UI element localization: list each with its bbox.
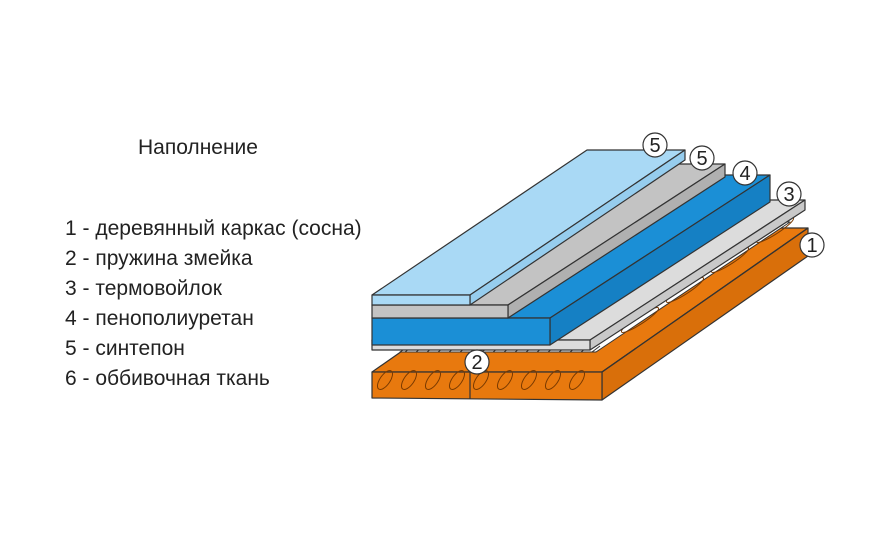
callout-4: 4 (732, 160, 758, 186)
svg-text:3: 3 (783, 184, 794, 206)
diagram-title: Наполнение (138, 136, 258, 159)
spring-loop (448, 370, 466, 390)
legend-item: 3 - термовойлок (65, 277, 222, 300)
callout-5: 5 (689, 145, 715, 171)
spring-loop (496, 370, 514, 390)
spring-loop (376, 370, 394, 390)
callout-2: 2 (464, 349, 490, 375)
legend-item: 5 - синтепон (65, 337, 185, 360)
legend-item: 4 - пенополиуретан (65, 307, 254, 330)
callout-1: 1 (799, 232, 825, 258)
callout-5-top: 5 (642, 132, 668, 158)
legend: 1 - деревянный каркас (сосна) 2 - пружин… (65, 214, 362, 394)
legend-item: 1 - деревянный каркас (сосна) (65, 217, 362, 240)
spring-loop (520, 370, 538, 390)
svg-text:1: 1 (806, 235, 817, 257)
svg-text:4: 4 (739, 163, 750, 185)
spring-loop (472, 370, 490, 390)
spring-loop (544, 370, 562, 390)
spring-loop (424, 370, 442, 390)
spring-loop (568, 370, 586, 390)
svg-text:5: 5 (649, 135, 660, 157)
spring-loop (400, 370, 418, 390)
callout-3: 3 (776, 181, 802, 207)
legend-item: 6 - оббивочная ткань (65, 367, 270, 390)
svg-text:2: 2 (471, 352, 482, 374)
spring-coil (591, 345, 601, 353)
svg-text:5: 5 (696, 148, 707, 170)
legend-item: 2 - пружина змейка (65, 247, 253, 270)
fabric-layer (371, 149, 686, 306)
